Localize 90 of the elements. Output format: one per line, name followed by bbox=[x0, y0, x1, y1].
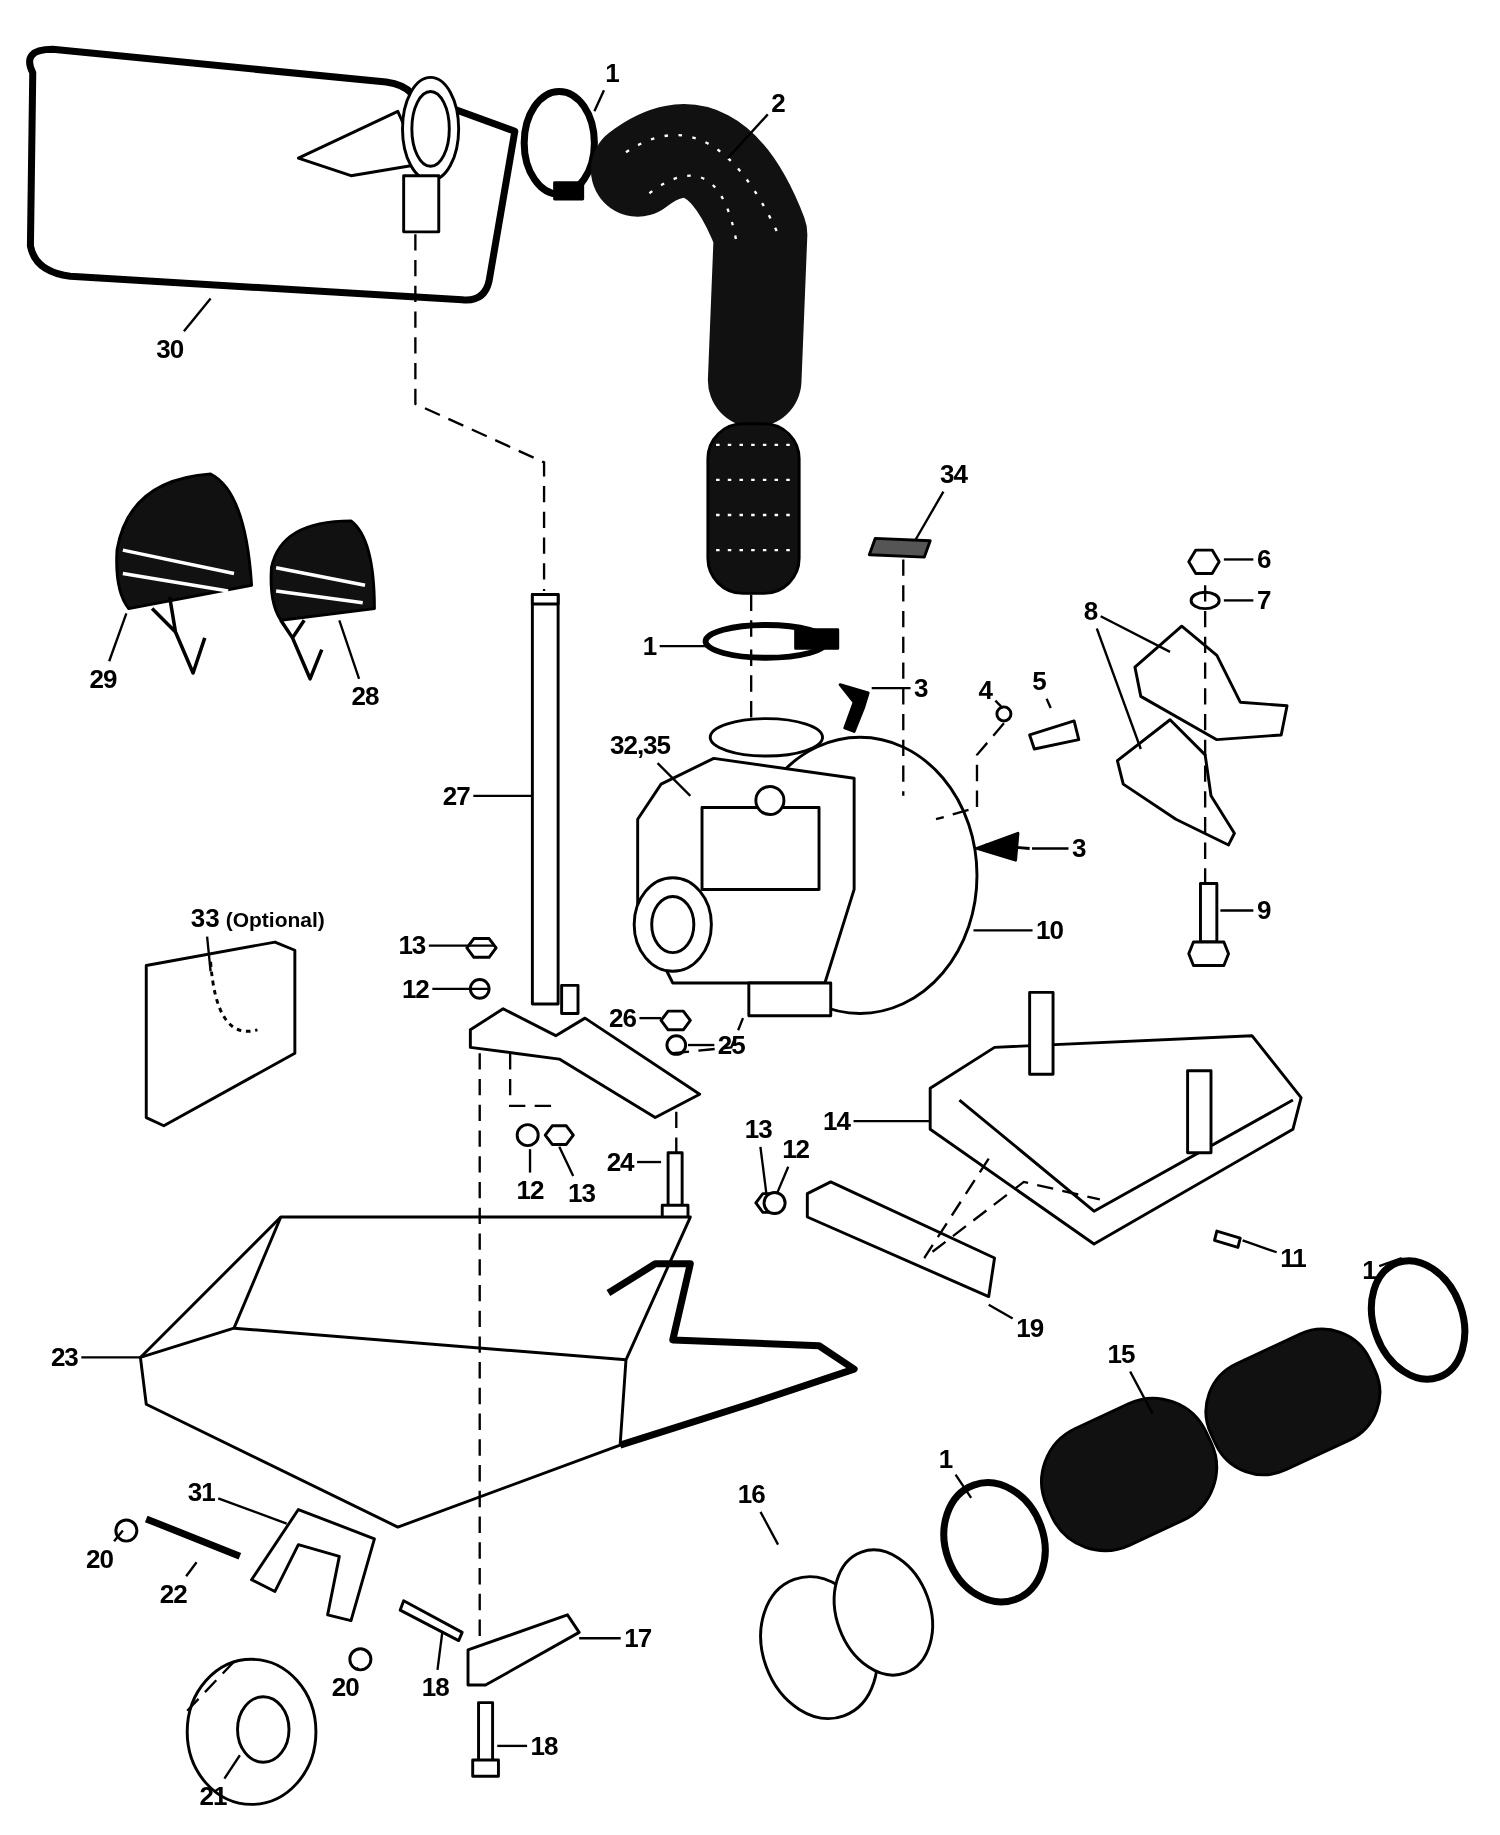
leader-line bbox=[871, 687, 911, 690]
callout-number: 20 bbox=[86, 1544, 113, 1573]
callout-number: 33 bbox=[190, 903, 220, 933]
callout-number: 22 bbox=[159, 1579, 187, 1608]
leader-line bbox=[688, 1043, 715, 1047]
leader-line bbox=[81, 1356, 141, 1359]
leader-line bbox=[205, 936, 212, 972]
leader-line bbox=[1095, 628, 1142, 750]
leader-line bbox=[853, 1119, 931, 1123]
callout-number: 1 bbox=[605, 58, 619, 87]
leader-line bbox=[528, 1149, 532, 1173]
callout-number: 31 bbox=[187, 1477, 215, 1506]
leader-line bbox=[775, 1166, 790, 1195]
leader-line bbox=[185, 1561, 198, 1577]
callout-number: 5 bbox=[1032, 666, 1046, 695]
callout-number: 10 bbox=[1036, 916, 1063, 945]
callout-number: 13 bbox=[568, 1179, 595, 1208]
leader-line bbox=[1223, 558, 1254, 561]
leader-line bbox=[113, 1529, 124, 1542]
callout-number: 13 bbox=[744, 1115, 772, 1144]
callout-number: 32,35 bbox=[610, 731, 671, 760]
callout-number: 9 bbox=[1256, 896, 1271, 925]
callout-number: 8 bbox=[1083, 596, 1098, 625]
note-text: (Optional) bbox=[225, 908, 325, 931]
leader-line bbox=[659, 644, 708, 648]
callout-number: 24 bbox=[606, 1147, 634, 1176]
leader-line bbox=[1045, 698, 1052, 709]
leader-line bbox=[223, 1754, 241, 1780]
callout-number: 11 bbox=[1280, 1243, 1306, 1272]
callout-number: 2 bbox=[771, 88, 785, 117]
leader-line bbox=[436, 1632, 444, 1670]
callout-number: 14 bbox=[823, 1106, 851, 1135]
callout-number: 12 bbox=[401, 974, 429, 1003]
leader-line bbox=[432, 987, 490, 991]
callout-number: 25 bbox=[717, 1030, 745, 1059]
callout-number: 16 bbox=[737, 1480, 765, 1509]
callout-number: 28 bbox=[351, 682, 379, 711]
leader-line bbox=[639, 1016, 662, 1020]
callout-number: 6 bbox=[1256, 545, 1271, 574]
callout-number: 18 bbox=[530, 1731, 558, 1760]
leader-line bbox=[954, 1473, 973, 1499]
callout-number: 30 bbox=[156, 334, 184, 363]
leader-line bbox=[913, 491, 945, 542]
callout-number: 29 bbox=[89, 664, 117, 693]
leader-line bbox=[759, 1511, 780, 1546]
callout-number: 3 bbox=[1072, 834, 1086, 863]
leader-line bbox=[994, 699, 1004, 709]
leader-line bbox=[1242, 1239, 1278, 1254]
leader-line bbox=[1129, 1370, 1154, 1415]
leader-line bbox=[1378, 1256, 1403, 1268]
leader-line bbox=[183, 297, 212, 333]
callout-number: 19 bbox=[1016, 1314, 1044, 1342]
callout-number: 27 bbox=[442, 781, 470, 810]
leader-line bbox=[108, 612, 128, 662]
leader-line bbox=[973, 929, 1033, 932]
leader-line bbox=[1220, 909, 1254, 912]
leader-line bbox=[355, 1666, 359, 1671]
leader-line bbox=[1223, 599, 1254, 602]
callout-number: 1 bbox=[938, 1445, 953, 1474]
leader-line bbox=[759, 1146, 768, 1194]
leader-line bbox=[593, 89, 606, 112]
callout-number: 7 bbox=[1256, 586, 1271, 615]
leader-line bbox=[988, 1303, 1014, 1320]
leader-line bbox=[656, 762, 692, 797]
callout-number: 17 bbox=[624, 1624, 652, 1653]
leader-line bbox=[473, 794, 533, 797]
callout-number: 1 bbox=[1362, 1255, 1376, 1284]
callout-number: 18 bbox=[421, 1673, 449, 1702]
leader-line bbox=[338, 619, 361, 680]
callout-number: 15 bbox=[1107, 1339, 1135, 1368]
leader-line bbox=[726, 113, 769, 159]
callout-number: 26 bbox=[609, 1003, 636, 1032]
callout-number: 4 bbox=[978, 676, 992, 705]
callout-number: 13 bbox=[398, 931, 426, 960]
callout-number: 12 bbox=[516, 1175, 544, 1204]
leader-line bbox=[1100, 615, 1171, 653]
leader-line bbox=[428, 944, 494, 947]
leader-line bbox=[579, 1637, 621, 1640]
callout-number: 12 bbox=[782, 1135, 810, 1163]
callout-number: 3 bbox=[914, 674, 928, 702]
leaf-blower-cart-drawing bbox=[26, 45, 1469, 1806]
leader-line bbox=[637, 1160, 662, 1164]
callout-number: 20 bbox=[331, 1673, 359, 1702]
callout-number: 1 bbox=[642, 631, 657, 660]
leader-line bbox=[558, 1146, 575, 1177]
callout-number: 34 bbox=[940, 459, 968, 488]
callout-number: 23 bbox=[50, 1343, 78, 1372]
leader-line bbox=[1032, 847, 1069, 850]
leader-line bbox=[217, 1497, 288, 1525]
leader-line bbox=[497, 1744, 528, 1748]
